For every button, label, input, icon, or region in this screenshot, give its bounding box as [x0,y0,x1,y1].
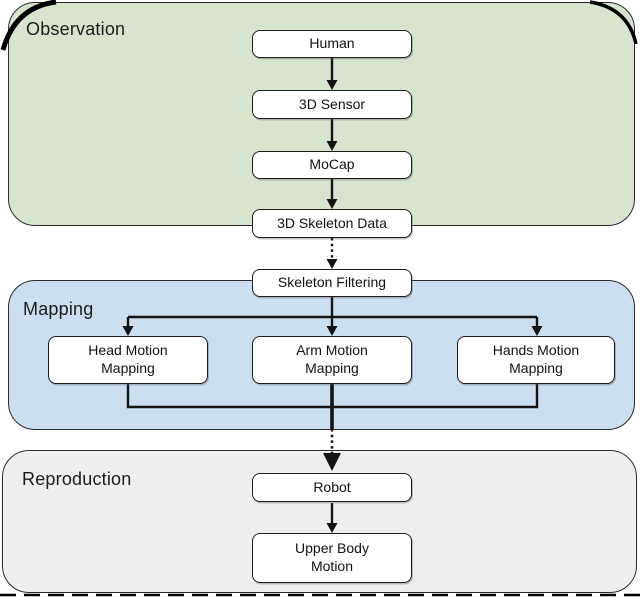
node-human: Human [252,30,412,58]
node-skeleton-filtering: Skeleton Filtering [252,269,412,297]
section-mapping-title: Mapping [23,299,94,319]
section-observation-title: Observation [26,19,126,39]
node-robot: Robot [252,473,412,502]
node-3d-skeleton-data: 3D Skeleton Data [252,209,412,238]
node-3d-sensor: 3D Sensor [252,90,412,119]
section-reproduction-title: Reproduction [22,469,132,489]
node-mocap: MoCap [252,151,412,179]
node-hands-motion-mapping: Hands Motion Mapping [457,336,615,384]
node-upper-body-motion: Upper Body Motion [252,533,412,583]
arrowhead-filtering [326,259,338,269]
node-head-motion-mapping: Head Motion Mapping [48,336,208,384]
node-arm-motion-mapping: Arm Motion Mapping [252,336,412,384]
